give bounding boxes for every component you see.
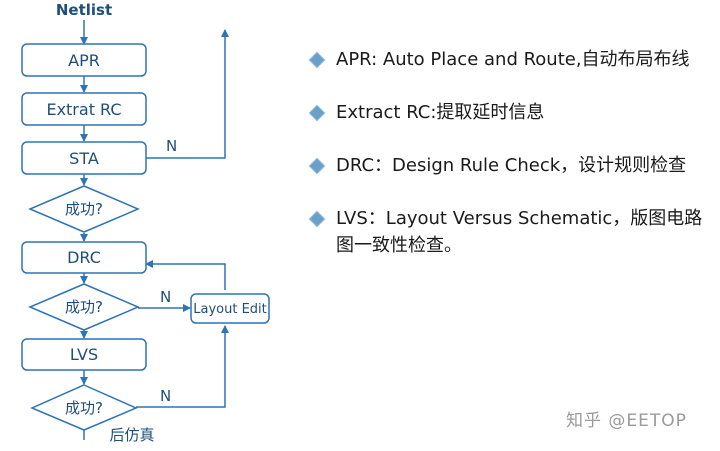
- flowchart: Netlist APR Extrat RC STA: [21, 1, 270, 444]
- extract-rc-label: Extrat RC: [46, 100, 121, 119]
- sta-label: STA: [69, 149, 99, 168]
- success-1-label: 成功?: [65, 200, 103, 218]
- diamond-bullet-icon: [309, 211, 325, 227]
- post-sim-label: 后仿真: [109, 426, 154, 444]
- loop-sta-feedback: [146, 29, 229, 159]
- success-1-diamond: [28, 185, 140, 233]
- diamond-bullet-icon: [309, 158, 325, 174]
- drc-box: [21, 241, 147, 274]
- extract-rc-box: [21, 92, 147, 126]
- apr-label: APR: [68, 51, 100, 70]
- bullet-extract-rc: Extract RC:提取延时信息: [308, 99, 713, 126]
- watermark-text: 知乎 @EETOP: [566, 411, 687, 431]
- diamond-bullet-icon: [309, 105, 325, 121]
- bullet-apr: APR: Auto Place and Route,自动布局布线: [308, 46, 713, 73]
- lvs-box: [21, 338, 147, 371]
- no-label-drc: N: [160, 288, 171, 306]
- sta-box: [21, 141, 147, 175]
- diamond-bullet-icon: [309, 52, 325, 68]
- no-label-sta: N: [166, 137, 177, 155]
- definitions-list: APR: Auto Place and Route,自动布局布线 Extract…: [308, 46, 713, 285]
- bullet-text: LVS：Layout Versus Schematic，版图电路图一致性检查。: [336, 208, 703, 256]
- success-3-label: 成功?: [65, 399, 103, 417]
- bullet-lvs: LVS：Layout Versus Schematic，版图电路图一致性检查。: [308, 205, 713, 259]
- drc-label: DRC: [67, 248, 101, 267]
- layout-edit-box: [190, 293, 270, 324]
- netlist-label: Netlist: [56, 1, 112, 19]
- success-3-diamond: [30, 384, 138, 431]
- apr-box: [21, 43, 147, 77]
- watermark: 知乎 @EETOP: [566, 406, 687, 431]
- lvs-label: LVS: [70, 345, 98, 364]
- bullet-drc: DRC：Design Rule Check，设计规则检查: [308, 152, 713, 179]
- bullet-text: Extract RC:提取延时信息: [336, 102, 545, 123]
- no-label-lvs: N: [160, 387, 171, 405]
- layout-edit-label: Layout Edit: [193, 302, 267, 317]
- success-2-label: 成功?: [65, 298, 103, 316]
- arrow-layoutedit-drc: [145, 260, 226, 290]
- bullet-text: DRC：Design Rule Check，设计规则检查: [336, 155, 687, 176]
- success-2-diamond: [28, 283, 140, 331]
- arrow-success3-layoutedit: [136, 325, 229, 408]
- bullet-text: APR: Auto Place and Route,自动布局布线: [336, 49, 690, 70]
- connectors: [80, 20, 229, 440]
